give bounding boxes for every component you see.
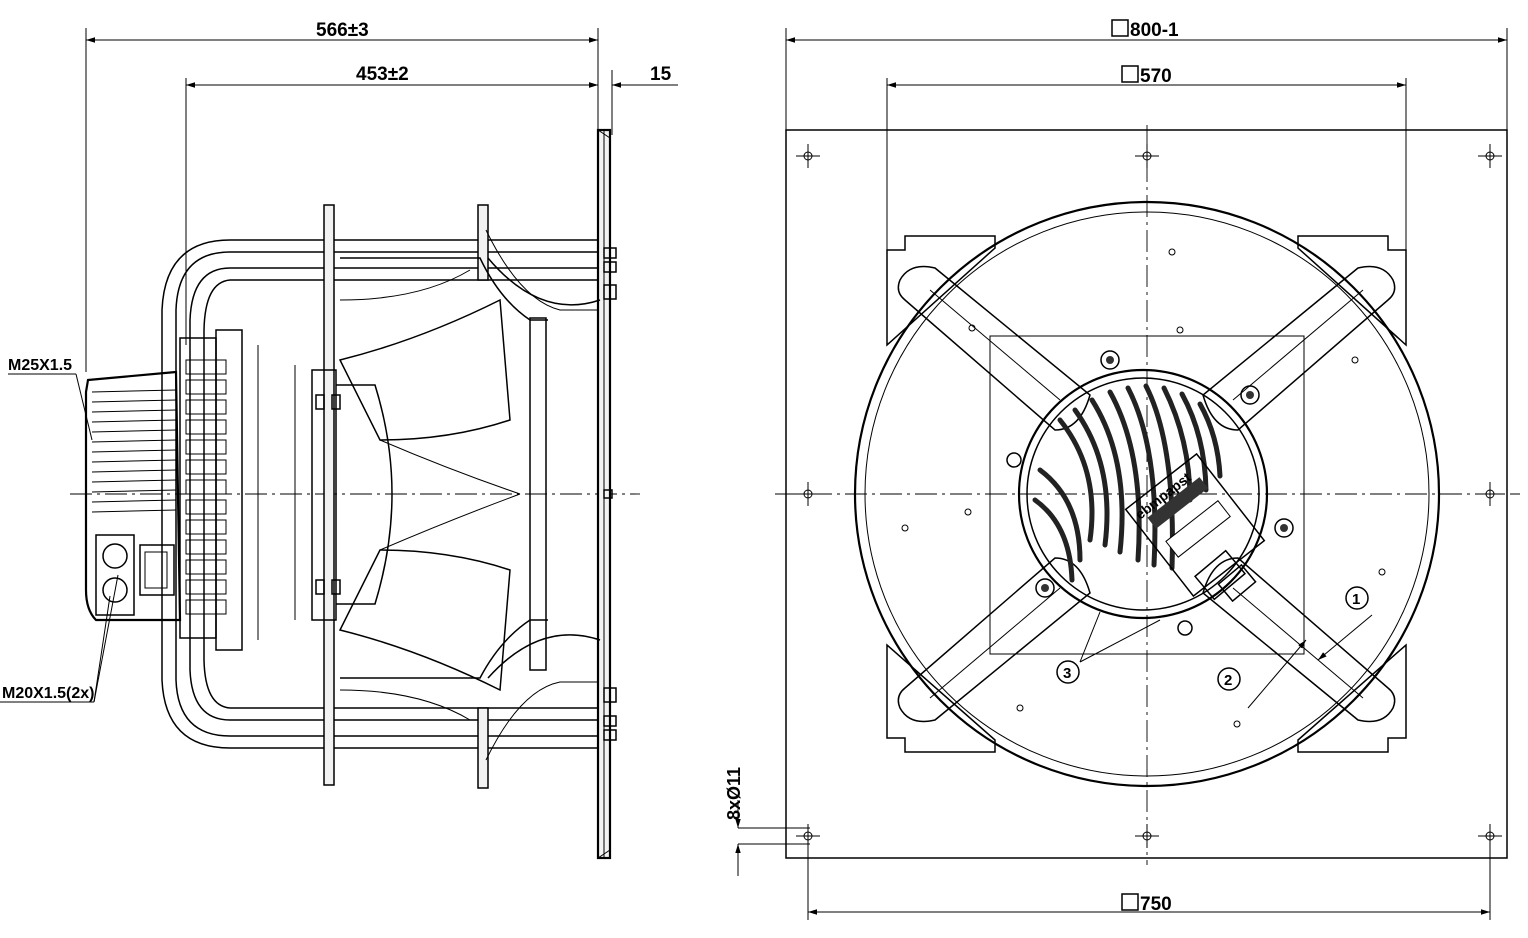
- callout-m20: M20X1.5(2x): [0, 574, 119, 703]
- support-arms: [897, 265, 1396, 723]
- flange-plate: [596, 128, 617, 860]
- motor-hub: [311, 369, 393, 621]
- callout-2-label: 2: [1224, 672, 1232, 689]
- corner-brackets: [886, 235, 1407, 753]
- support-bars: [161, 239, 598, 749]
- dimension-566: 566±3: [85, 20, 599, 372]
- dim-453-label: 453±2: [356, 64, 409, 85]
- dim-hole-label: 8xØ11: [724, 767, 744, 820]
- dimension-570: 570: [886, 65, 1407, 250]
- heatsink-ribs: [91, 389, 177, 513]
- dimension-800: 800-1: [785, 19, 1508, 130]
- fin-stack: [185, 359, 227, 615]
- impeller: [338, 269, 521, 721]
- heatsink-pattern: [1057, 383, 1223, 571]
- dim-566-label: 566±3: [316, 20, 369, 41]
- dimension-750: 750: [807, 836, 1491, 920]
- motor-square: [989, 335, 1305, 655]
- dim-750-label: 750: [1140, 894, 1172, 915]
- mounting-holes: [796, 144, 1502, 848]
- dimension-hole: 8xØ11: [724, 767, 810, 876]
- fan-disc: [853, 200, 1441, 788]
- dim-15-label: 15: [650, 64, 672, 85]
- fan-disc-inner: [864, 211, 1430, 777]
- side-view: 566±3 453±2 15: [0, 20, 678, 860]
- label-m20: M20X1.5(2x): [2, 685, 95, 702]
- callout-3-label: 3: [1063, 665, 1071, 682]
- callout-m25: M25X1.5: [8, 357, 93, 441]
- callout-1: 1: [1317, 586, 1373, 661]
- inlet-shroud: [323, 204, 601, 789]
- disc-small-holes: [901, 248, 1386, 728]
- callout-3: 3: [1056, 611, 1161, 684]
- dim-570-label: 570: [1140, 66, 1172, 87]
- dimension-15: 15: [560, 64, 678, 135]
- electronics-housing: [84, 370, 182, 622]
- callout-2: 2: [1217, 639, 1307, 709]
- dimension-453: 453±2: [185, 64, 598, 345]
- front-view: 800-1 570 750 8xØ11: [724, 19, 1520, 920]
- motor-fins: [179, 329, 296, 651]
- dim-800-label: 800-1: [1130, 20, 1179, 41]
- callout-1-label: 1: [1352, 591, 1360, 608]
- label-m25: M25X1.5: [8, 357, 72, 374]
- motor-electronics: ebmpapst: [1006, 350, 1294, 636]
